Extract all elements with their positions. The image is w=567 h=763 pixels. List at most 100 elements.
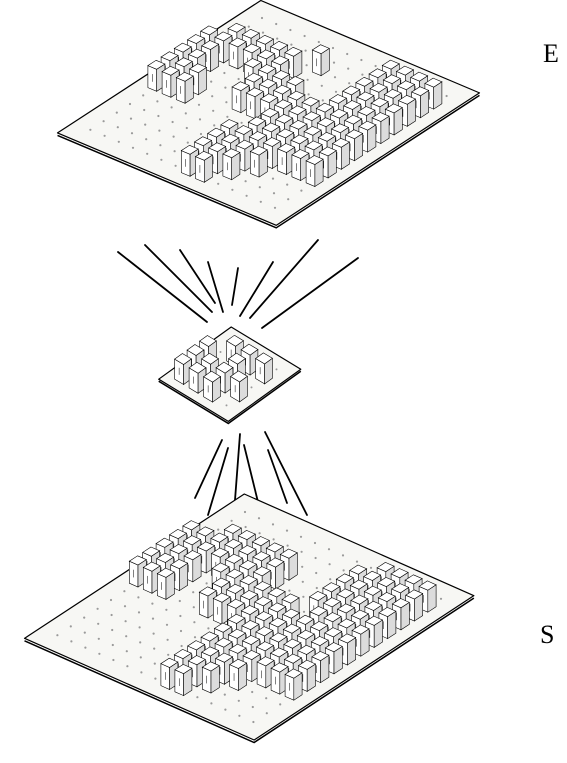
grid-dot <box>102 120 105 123</box>
grid-dot <box>302 595 305 598</box>
grid-dot <box>247 25 250 28</box>
grid-dot <box>131 146 135 149</box>
grid-dot <box>178 599 181 603</box>
grid-dot <box>69 625 72 628</box>
grid-dot <box>243 510 247 514</box>
grid-dot <box>139 656 142 659</box>
grid-dot <box>302 610 306 613</box>
cell-block <box>194 150 214 183</box>
grid-dot <box>144 123 147 126</box>
middle-grid-layer <box>158 326 302 425</box>
grid-dot <box>125 635 128 638</box>
grid-dot <box>271 523 275 526</box>
grid-dot <box>153 647 156 650</box>
grid-dot <box>110 613 113 617</box>
grid-dot <box>275 368 278 371</box>
grid-dot <box>315 571 318 575</box>
grid-dot <box>210 80 213 83</box>
grid-dot <box>211 95 214 98</box>
grid-dot <box>156 100 159 103</box>
cell-block <box>222 148 241 181</box>
grid-dot <box>137 596 140 599</box>
grid-dot <box>184 112 187 115</box>
grid-dot <box>303 34 306 38</box>
grid-dot <box>289 28 292 32</box>
grid-dot <box>84 646 87 649</box>
grid-dot <box>320 84 323 87</box>
grid-dot <box>334 90 338 93</box>
grid-dot <box>56 634 59 637</box>
grid-dot <box>140 671 143 674</box>
ray <box>261 257 359 329</box>
grid-dot <box>137 611 141 614</box>
grid-dot <box>129 117 133 120</box>
cell-block <box>229 658 248 692</box>
cell-block <box>203 370 221 403</box>
grid-dot <box>217 182 220 185</box>
grid-dot <box>273 206 277 209</box>
grid-dot <box>240 121 243 124</box>
grid-dot <box>299 535 303 538</box>
grid-dot <box>98 652 101 655</box>
grid-dot <box>341 554 345 557</box>
grid-dot <box>180 644 183 648</box>
grid-dot <box>252 720 255 724</box>
ray <box>179 249 216 304</box>
cell-block <box>284 668 303 701</box>
grid-dot <box>160 158 163 161</box>
grid-dot <box>157 114 160 118</box>
grid-dot <box>445 94 448 98</box>
cell-block <box>174 664 193 697</box>
grid-dot <box>174 164 177 167</box>
cell-block <box>255 352 273 385</box>
grid-dot <box>279 703 282 706</box>
grid-dot <box>258 186 261 189</box>
grid-dot <box>179 614 182 618</box>
grid-dot <box>244 525 247 529</box>
grid-dot <box>347 67 350 70</box>
grid-dot <box>166 638 169 641</box>
grid-dot <box>231 188 234 191</box>
grid-dot <box>272 538 275 541</box>
grid-dot <box>307 93 310 96</box>
grid-dot <box>276 37 279 40</box>
diverging-rays-lower <box>194 431 308 516</box>
grid-dot <box>138 626 141 629</box>
ray <box>207 447 229 516</box>
bottom-layer-label: S <box>540 620 554 649</box>
grid-dot <box>272 192 276 195</box>
grid-dot <box>89 128 92 131</box>
grid-dot <box>258 532 261 535</box>
cell-block <box>201 661 220 694</box>
plane-edge <box>24 597 475 744</box>
grid-dot <box>192 591 195 594</box>
grid-dot <box>342 569 345 572</box>
grid-dot <box>257 517 261 520</box>
grid-dot <box>193 636 197 639</box>
grid-dot <box>152 632 155 635</box>
grid-dot <box>151 617 155 620</box>
grid-dot <box>327 548 331 551</box>
grid-dot <box>332 61 336 64</box>
ray <box>194 439 223 499</box>
grid-dot <box>348 82 351 85</box>
grid-dot <box>212 109 215 112</box>
grid-dot <box>290 43 293 46</box>
ray <box>264 431 308 516</box>
grid-dot <box>165 623 169 626</box>
grid-dot <box>361 73 364 76</box>
grid-dot <box>245 194 248 197</box>
grid-dot <box>210 702 213 705</box>
grid-dot <box>226 115 229 118</box>
grid-dot <box>305 64 308 67</box>
grid-dot <box>261 31 265 34</box>
grid-dot <box>83 631 86 634</box>
top-layer-label: E <box>543 39 559 68</box>
cell-block <box>175 71 194 104</box>
grid-dot <box>205 582 208 585</box>
grid-dot <box>265 712 268 715</box>
grid-dot <box>165 608 168 611</box>
grid-dot <box>271 177 275 180</box>
grid-dot <box>143 108 146 112</box>
